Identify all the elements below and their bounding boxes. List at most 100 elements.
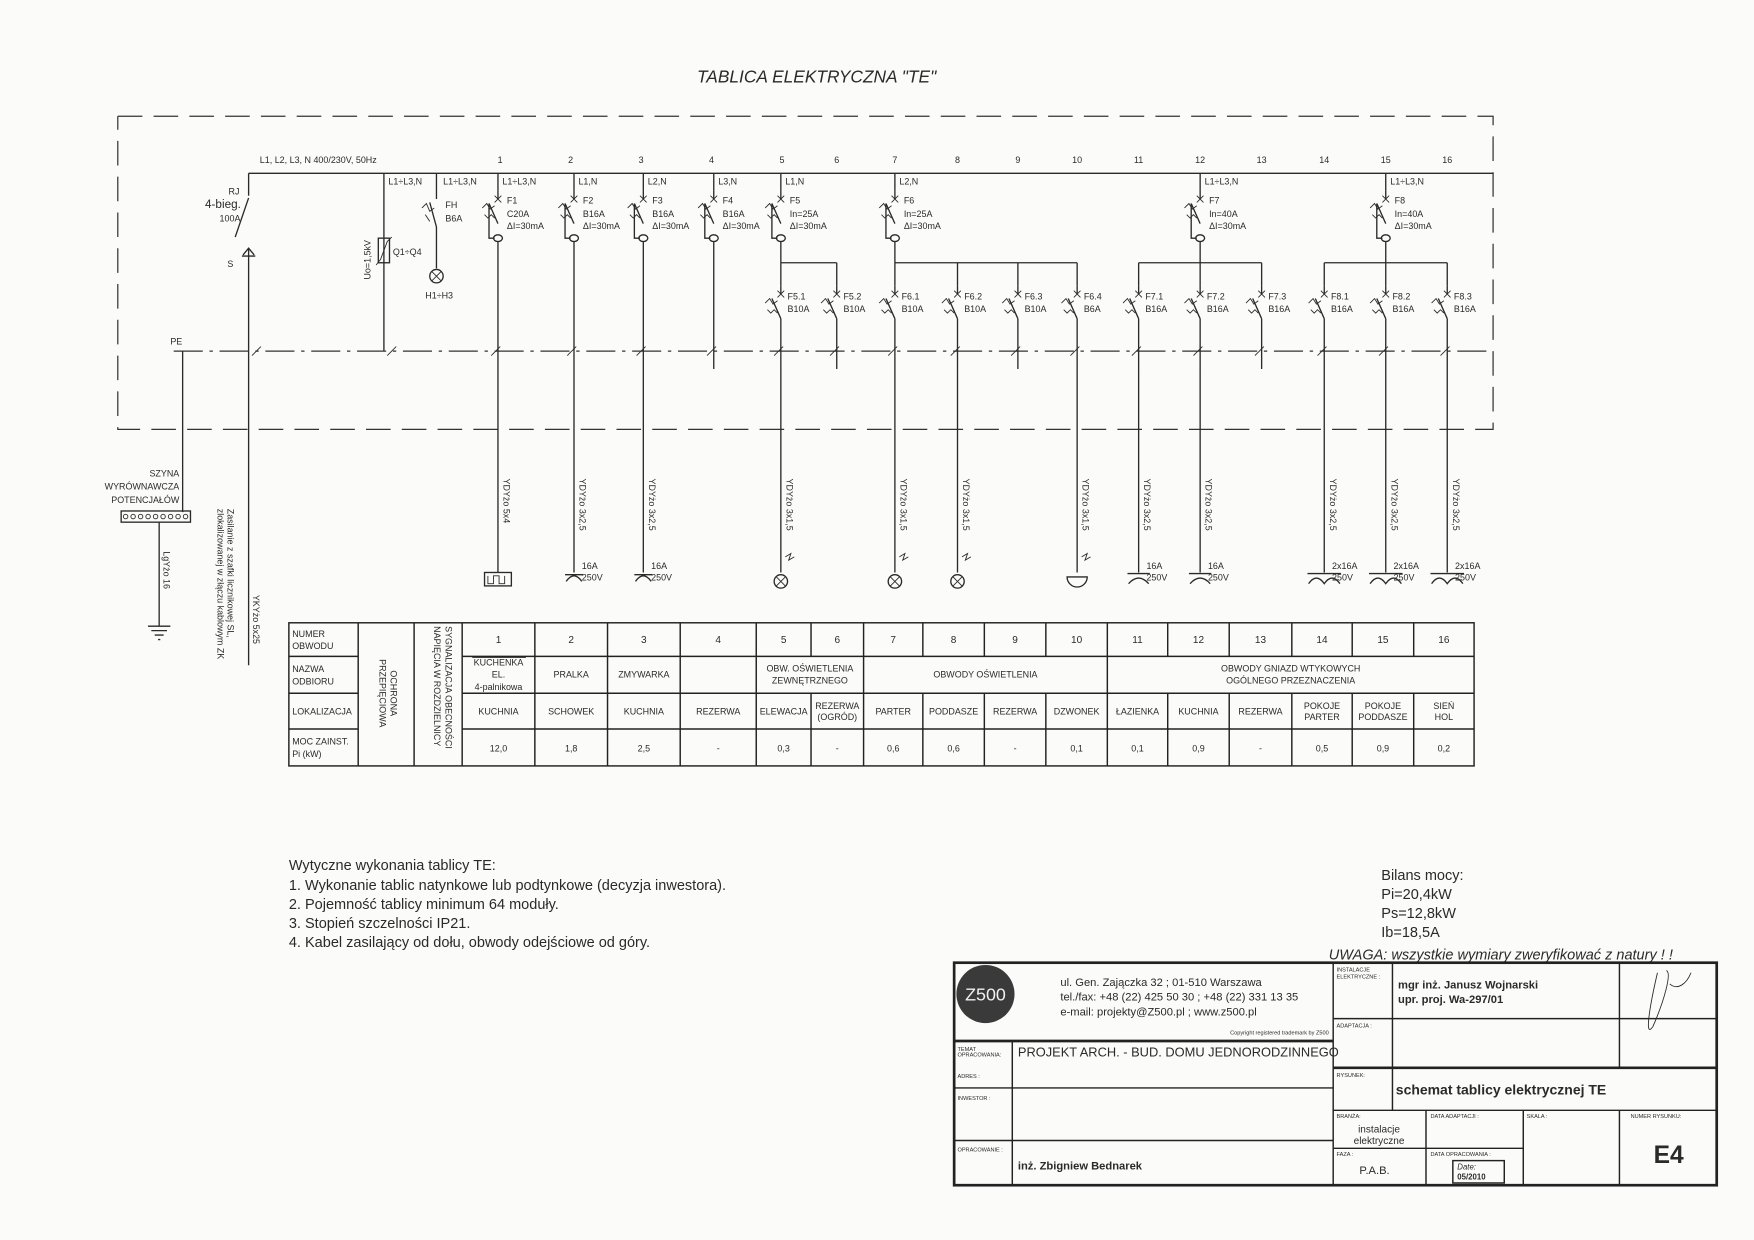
circuit-number: 9 — [1015, 155, 1020, 165]
label: B16A — [1207, 304, 1229, 314]
location-cell: REZERWA — [1238, 706, 1282, 716]
circuit-number-cell: 16 — [1438, 635, 1450, 646]
pe-tick — [490, 346, 501, 356]
location-cell: ŁAZIENKA — [1116, 706, 1159, 716]
rcd-loop — [885, 203, 892, 239]
label: ΔI=30mA — [1209, 221, 1246, 231]
text-element: POTENCJAŁÓW — [111, 495, 180, 505]
circuit-number-cell: 12 — [1193, 635, 1205, 646]
rect-element — [120, 510, 192, 523]
socket-icon — [1127, 572, 1150, 585]
rcd-loop — [1190, 203, 1197, 239]
execution-notes: Wytyczne wykonania tablicy TE: 1. Wykona… — [289, 858, 726, 951]
pe-tick — [1254, 346, 1265, 356]
pe-tick — [636, 346, 646, 356]
pe-tick — [950, 346, 961, 356]
location-cell: REZERWA — [993, 706, 1037, 716]
load-name-cell: PRALKA — [554, 670, 589, 680]
rcd-sensor-icon — [1380, 234, 1391, 243]
path-element — [375, 236, 393, 266]
label: In=40A — [1395, 209, 1424, 219]
location-cell: KUCHNIA — [624, 706, 664, 716]
installed-power-cell: 0,1 — [1070, 743, 1082, 753]
label: ΔI=30mA — [723, 221, 760, 231]
text-element: TEMAT — [958, 1047, 977, 1053]
cable-circuit-8: YDYżo 3x1,5 — [950, 368, 972, 589]
location-cell: PODDASZE — [929, 706, 978, 716]
thermal-trip-icon — [1245, 297, 1259, 314]
thermal-trip-icon — [1431, 297, 1445, 314]
circuit-number: 6 — [834, 155, 839, 165]
thermal-trip-icon — [1061, 297, 1075, 314]
breaker-contact-icon — [1134, 290, 1143, 298]
label: F3 — [652, 195, 662, 205]
switch-icon — [1081, 552, 1091, 562]
text-element: ADRES : — [958, 1074, 981, 1080]
cable-label: YDYżo 3x1,5 — [898, 479, 908, 531]
label: ΔI=30mA — [583, 221, 620, 231]
socket-voltage: 250V — [582, 572, 603, 582]
text-element: 4-bieg. — [205, 198, 241, 211]
socket-voltage: 250V — [1332, 572, 1353, 582]
location-cell: ELEWACJA — [760, 706, 808, 716]
location-cell: REZERWA — [696, 706, 740, 716]
row-label: LOKALIZACJA — [292, 706, 352, 716]
text-element: DATA OPRACOWANIA : — [1430, 1152, 1491, 1158]
text-element: Wytyczne wykonania tablicy TE: — [289, 858, 496, 874]
sheet-title: TABLICA ELEKTRYCZNA "TE" — [697, 67, 937, 87]
thermal-trip-icon — [764, 297, 778, 314]
label: F6 — [904, 195, 914, 205]
text-element: 4. Kabel zasilający od dołu, obwody odej… — [289, 935, 650, 951]
cable-label: YDYżo 3x2,5 — [1389, 479, 1399, 531]
text-element: OPRACOWANIE : — [958, 1148, 1004, 1154]
pe-tick — [1317, 346, 1327, 356]
terminal-dot — [160, 513, 166, 520]
label: F6.1 — [902, 292, 920, 302]
label: In=25A — [790, 209, 819, 219]
label: F5 — [790, 195, 800, 205]
socket-voltage: 250V — [1208, 572, 1229, 582]
label: F7.3 — [1268, 292, 1286, 302]
label: L1÷L3,N — [502, 176, 536, 186]
label: ΔI=30mA — [1395, 221, 1432, 231]
double-socket-icon — [1307, 572, 1342, 585]
socket-rating: 16A — [582, 561, 598, 571]
location-cell: HOL — [1435, 712, 1453, 722]
label: L3,N — [718, 176, 737, 186]
cable-circuit-1: YDYżo 5x4 — [483, 368, 513, 587]
label: F8 — [1395, 195, 1405, 205]
label: L2,N — [899, 176, 918, 186]
label: B16A — [583, 209, 605, 219]
breaker-blade — [1437, 298, 1448, 319]
warning-note: UWAGA: wszystkie wymiary zweryfikować z … — [1329, 947, 1673, 963]
text-element: INSTALACJE — [1337, 968, 1371, 974]
double-socket-icon — [1368, 572, 1403, 585]
pe-tick — [251, 346, 262, 356]
path-element — [241, 247, 256, 257]
cable-label: YDYżo 5x4 — [502, 479, 512, 524]
installed-power-cell: 0,5 — [1316, 743, 1328, 753]
row-label: OBWODU — [292, 641, 333, 651]
text-element: E4 — [1654, 1142, 1684, 1169]
cable-label: YDYżo 3x2,5 — [578, 479, 588, 531]
text-element: 3. Stopień szczelności IP21. — [289, 916, 471, 932]
terminal-dot — [167, 513, 174, 520]
terminal-dot — [130, 513, 136, 520]
pe-tick — [773, 346, 784, 356]
text-element: RYSUNEK: — [1337, 1073, 1366, 1079]
rcd-loop — [1376, 203, 1383, 239]
label: B10A — [788, 304, 810, 314]
text-element: BRANŻA: — [1337, 1113, 1362, 1120]
socket-voltage: 250V — [651, 572, 672, 582]
label: B6A — [1084, 304, 1101, 314]
location-cell: PARTER — [1304, 712, 1340, 722]
load-name-cell: EL. — [492, 670, 505, 680]
